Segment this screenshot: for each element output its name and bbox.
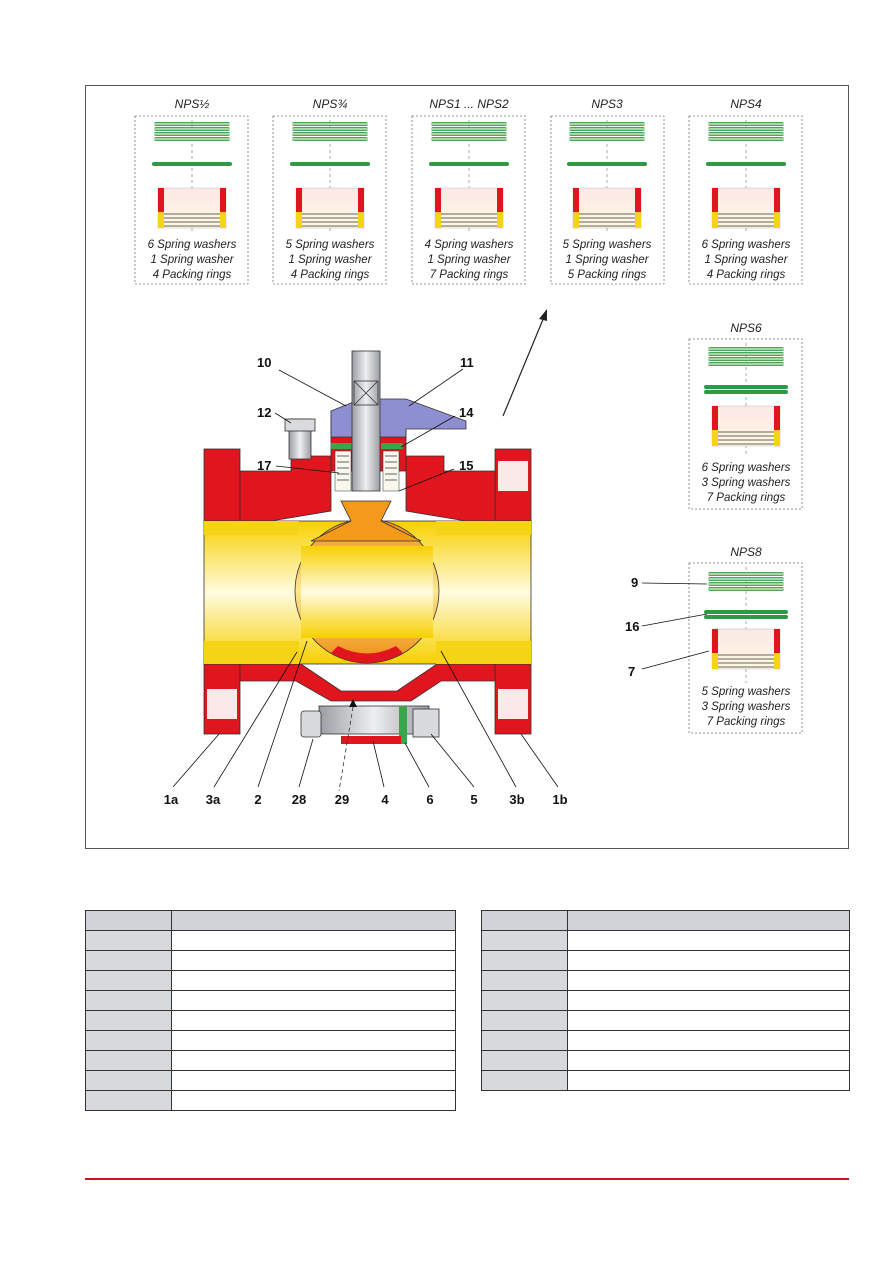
table-row: [481, 1050, 850, 1071]
set-line: 6 Spring washers: [702, 239, 791, 251]
parts-table-left: [85, 910, 456, 1111]
valve-diagram: NPS½ 6 Spring washers 1 Spring washer 4 …: [134, 97, 803, 807]
table-row: [85, 1070, 456, 1091]
table-row: [85, 1090, 456, 1111]
table-row: [85, 970, 456, 991]
valve-cross-section: [203, 350, 532, 792]
table-row: [481, 1010, 850, 1031]
table-row: [481, 1030, 850, 1051]
label-6: 6: [426, 792, 433, 807]
set-line: 6 Spring washers: [148, 239, 237, 251]
nps-title: NPS3: [591, 97, 623, 111]
set-line: 1 Spring washer: [427, 254, 511, 266]
packing-set-nps4: NPS4 6 Spring washers 1 Spring washer 4 …: [688, 97, 803, 285]
callout-14: 14: [459, 405, 474, 420]
table-header: [85, 910, 456, 931]
label-1b: 1b: [552, 792, 567, 807]
callout-16: 16: [625, 619, 639, 634]
set-line: 1 Spring washer: [288, 254, 372, 266]
set-line: 4 Spring washers: [425, 239, 514, 251]
set-line: 7 Packing rings: [707, 492, 786, 504]
bottom-labels: 1a 3a 2 28 29 4 6 5 3b 1b: [164, 792, 568, 807]
table-row: [85, 1010, 456, 1031]
set-line: 4 Packing rings: [153, 269, 232, 281]
callout-15: 15: [459, 458, 473, 473]
table-row: [481, 970, 850, 991]
table-row: [85, 1050, 456, 1071]
packing-set-nps-three-quarter: NPS¾ 5 Spring washers 1 Spring washer 4 …: [272, 97, 387, 285]
set-line: 5 Spring washers: [702, 686, 791, 698]
set-line: 4 Packing rings: [291, 269, 370, 281]
set-line: 7 Packing rings: [430, 269, 509, 281]
set-line: 7 Packing rings: [707, 716, 786, 728]
callout-7: 7: [628, 664, 635, 679]
callout-lines: [172, 368, 559, 788]
table-row: [481, 950, 850, 971]
set-line: 3 Spring washers: [702, 477, 791, 489]
set-line: 5 Spring washers: [563, 239, 652, 251]
label-29: 29: [335, 792, 349, 807]
label-3a: 3a: [206, 792, 221, 807]
nps-title: NPS1 ... NPS2: [429, 97, 509, 111]
packing-set-nps1-2: NPS1 ... NPS2 4 Spring washers 1 Spring …: [411, 97, 526, 285]
nps-title: NPS4: [730, 97, 762, 111]
callout-12: 12: [257, 405, 271, 420]
set-line: 5 Spring washers: [286, 239, 375, 251]
table-row: [481, 1070, 850, 1091]
packing-set-nps3: NPS3 5 Spring washers 1 Spring washer 5 …: [550, 97, 665, 285]
callout-11: 11: [460, 355, 474, 370]
table-row: [481, 990, 850, 1011]
set-line: 1 Spring washer: [704, 254, 788, 266]
label-4: 4: [381, 792, 389, 807]
label-5: 5: [470, 792, 477, 807]
parts-table-right: [481, 910, 850, 1091]
callout-9: 9: [631, 575, 638, 590]
nps-title: NPS6: [730, 321, 762, 335]
packing-set-nps6: NPS6 6 Spring washers 3 Spring washers 7…: [688, 321, 803, 510]
packing-set-nps-half: NPS½ 6 Spring washers 1 Spring washer 4 …: [134, 97, 249, 285]
table-row: [481, 930, 850, 951]
nps-title: NPS8: [730, 545, 762, 559]
set-line: 5 Packing rings: [568, 269, 647, 281]
nps-title: NPS¾: [313, 97, 348, 111]
set-line: 1 Spring washer: [150, 254, 234, 266]
label-1a: 1a: [164, 792, 179, 807]
table-row: [85, 990, 456, 1011]
set-line: 3 Spring washers: [702, 701, 791, 713]
drawing-frame: NPS½ 6 Spring washers 1 Spring washer 4 …: [85, 85, 849, 849]
table-row: [85, 1030, 456, 1051]
nps-title: NPS½: [175, 97, 210, 111]
table-row: [85, 950, 456, 971]
set-line: 4 Packing rings: [707, 269, 786, 281]
packing-set-nps8: NPS8 5 Spring washers 3 Spring washers 7…: [625, 545, 803, 734]
set-line: 6 Spring washers: [702, 462, 791, 474]
table-row: [85, 930, 456, 951]
label-28: 28: [292, 792, 306, 807]
set-line: 1 Spring washer: [565, 254, 649, 266]
callout-10: 10: [257, 355, 271, 370]
label-3b: 3b: [509, 792, 524, 807]
footer-rule: [85, 1178, 849, 1180]
callout-17: 17: [257, 458, 271, 473]
direction-arrow: [502, 309, 547, 417]
table-header: [481, 910, 850, 931]
label-2: 2: [254, 792, 261, 807]
